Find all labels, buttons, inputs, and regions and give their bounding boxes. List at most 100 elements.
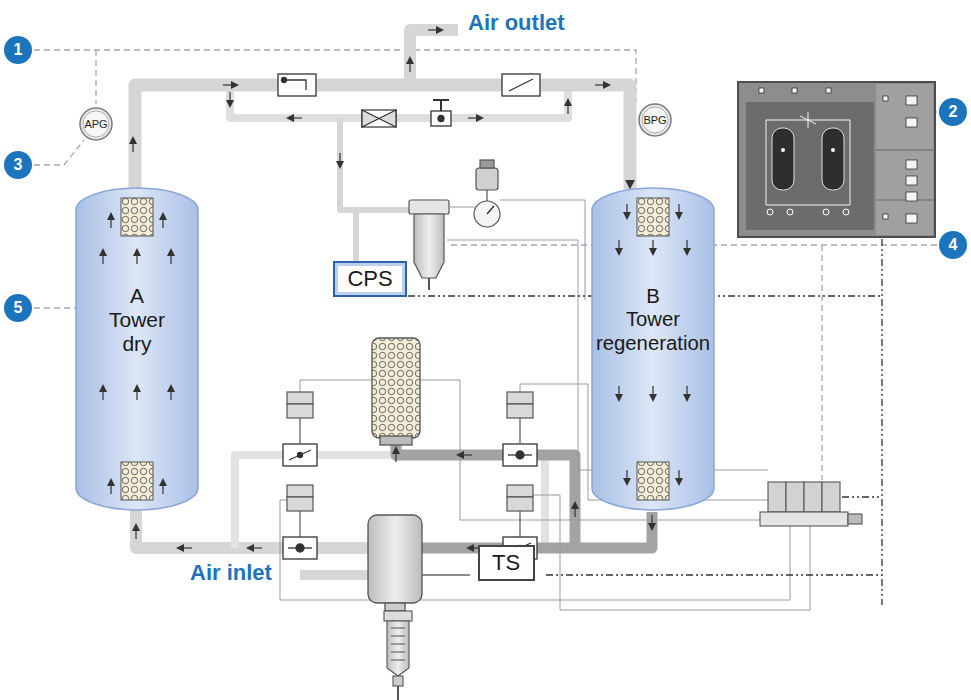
flow-arrow [107, 212, 115, 220]
flow-arrow [129, 136, 137, 144]
flow-arrow [99, 248, 107, 256]
callout-number: 3 [14, 157, 23, 173]
leader-line [34, 140, 84, 165]
leader-line [34, 50, 636, 101]
node-text: APG [84, 118, 107, 131]
flow-arrow [476, 114, 484, 122]
gauge-label: BPG [643, 114, 666, 127]
flow-arrow [623, 212, 631, 220]
controller-panel [876, 150, 933, 200]
callout-marker: 2 [939, 98, 967, 126]
drain-filter [387, 621, 409, 676]
flow-arrow [167, 384, 175, 392]
filter-regulator [428, 278, 430, 290]
controller-panel [767, 209, 773, 215]
valve-actuator [287, 485, 313, 497]
flow-arrow [649, 248, 657, 256]
controller-panel [843, 209, 849, 215]
silencer [372, 338, 420, 445]
flow-arrow [107, 478, 115, 486]
node-text: B Tower regeneration [592, 285, 714, 355]
separator-vessel [385, 603, 405, 611]
orifice [362, 110, 396, 127]
valve-actuator [519, 511, 520, 537]
valve-actuator [519, 418, 520, 444]
controller-panel [826, 88, 831, 93]
node-text: CPS [347, 266, 392, 291]
filter-regulator [449, 206, 476, 207]
flow-label-box: Air outlet [468, 12, 565, 34]
leader-line [821, 245, 822, 480]
valve [278, 74, 316, 96]
controller-panel [781, 148, 785, 152]
valve-actuator [299, 511, 300, 537]
tower-label: B Tower regeneration [592, 285, 714, 355]
filter-cartridge [637, 198, 669, 236]
pipe [136, 510, 368, 548]
flow-arrow [456, 451, 464, 459]
callout-number: 2 [949, 104, 958, 120]
gauge-label: APG [84, 118, 107, 131]
control-line [280, 200, 810, 610]
solenoid-block [804, 482, 822, 512]
flow-arrow [406, 56, 414, 64]
filter-regulator [474, 201, 500, 227]
pipe [300, 570, 368, 580]
valve [283, 537, 317, 559]
filter-regulator [414, 214, 444, 278]
flow-arrow [99, 384, 107, 392]
valve-actuator [507, 392, 533, 404]
box-label: TS [492, 550, 520, 575]
tower-vessel [592, 188, 714, 510]
node-text: A Tower dry [76, 284, 198, 356]
flow-arrow [615, 394, 623, 402]
silencer [372, 338, 420, 438]
solenoid-block [760, 482, 862, 526]
flow-arrow [466, 544, 474, 552]
drain-filter [391, 628, 405, 660]
flow-arrow [159, 478, 167, 486]
flow-arrow [683, 248, 691, 256]
flow-label-box: Air inlet [190, 562, 272, 584]
flow-arrow [286, 114, 294, 122]
valve [502, 74, 540, 96]
controller-panel [906, 192, 917, 201]
filter-cartridge [121, 462, 153, 500]
pipe [136, 30, 652, 575]
controller-panel [906, 118, 917, 127]
flow-arrow [159, 212, 167, 220]
valve [509, 79, 533, 91]
filter-regulator [409, 200, 449, 214]
filter-regulator [480, 160, 494, 168]
drain-filter [384, 611, 412, 621]
valve [283, 444, 317, 466]
controller-panel [746, 102, 874, 230]
temperature-sensor-box: TS [478, 545, 535, 581]
callout-number: 4 [949, 237, 958, 253]
regeneration-tower: B Tower regeneration [592, 188, 714, 510]
filter-regulator [487, 206, 494, 214]
pipe [353, 210, 359, 262]
manual-valve [431, 111, 451, 126]
tower-label: A Tower dry [76, 284, 198, 356]
orifice [362, 110, 396, 127]
flow-arrow [564, 98, 572, 106]
flow-label: Air inlet [190, 560, 272, 585]
valve [503, 444, 537, 466]
controller-panel [906, 176, 917, 185]
flow-arrow [167, 248, 175, 256]
flow-arrow [231, 81, 239, 89]
controller-panel [772, 128, 794, 190]
controller-panel [766, 112, 850, 205]
valve-actuator [507, 404, 533, 418]
callout-marker: 5 [4, 294, 32, 322]
valve [284, 80, 306, 90]
flow-arrow [675, 478, 683, 486]
solenoid-block [760, 512, 848, 526]
sensor-wire [422, 574, 470, 576]
signal-line [842, 496, 882, 497]
valve [508, 454, 532, 455]
pipe [396, 444, 575, 548]
filter-regulator [409, 160, 500, 290]
flow-arrow [648, 523, 656, 531]
